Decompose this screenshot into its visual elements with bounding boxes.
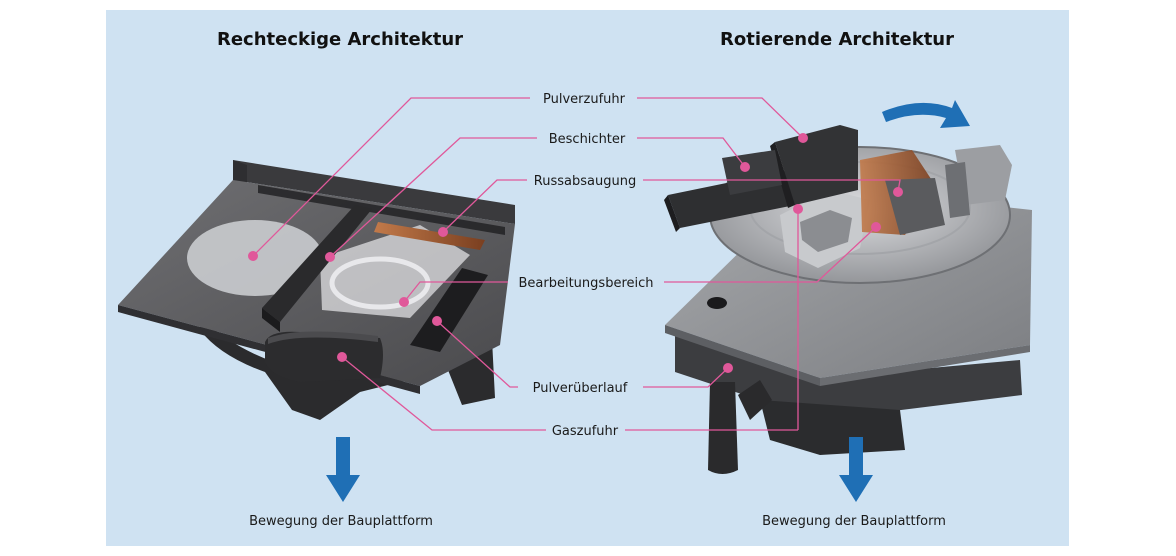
label-recoater: Beschichter — [549, 132, 626, 147]
title-rectangular: Rechteckige Architektur — [217, 29, 463, 50]
label-gas-supply: Gaszufuhr — [552, 424, 619, 439]
leader-lines — [252, 97, 901, 431]
caption-rectangular: Bewegung der Bauplattform — [249, 514, 433, 529]
label-powder-overflow: Pulverüberlauf — [533, 381, 628, 396]
label-powder-feed: Pulverzufuhr — [543, 92, 626, 107]
rectangular-machine — [118, 160, 515, 420]
down-arrow-icon — [839, 437, 873, 502]
label-soot-extraction: Russabsaugung — [534, 174, 636, 189]
label-processing-area: Bearbeitungsbereich — [519, 276, 654, 291]
curved-arrow-icon — [882, 100, 970, 128]
down-arrow-icon — [326, 437, 360, 502]
rotary-machine — [664, 125, 1032, 474]
title-rotary: Rotierende Architektur — [720, 29, 954, 50]
leader-dots — [248, 133, 903, 373]
caption-rotary: Bewegung der Bauplattform — [762, 514, 946, 529]
